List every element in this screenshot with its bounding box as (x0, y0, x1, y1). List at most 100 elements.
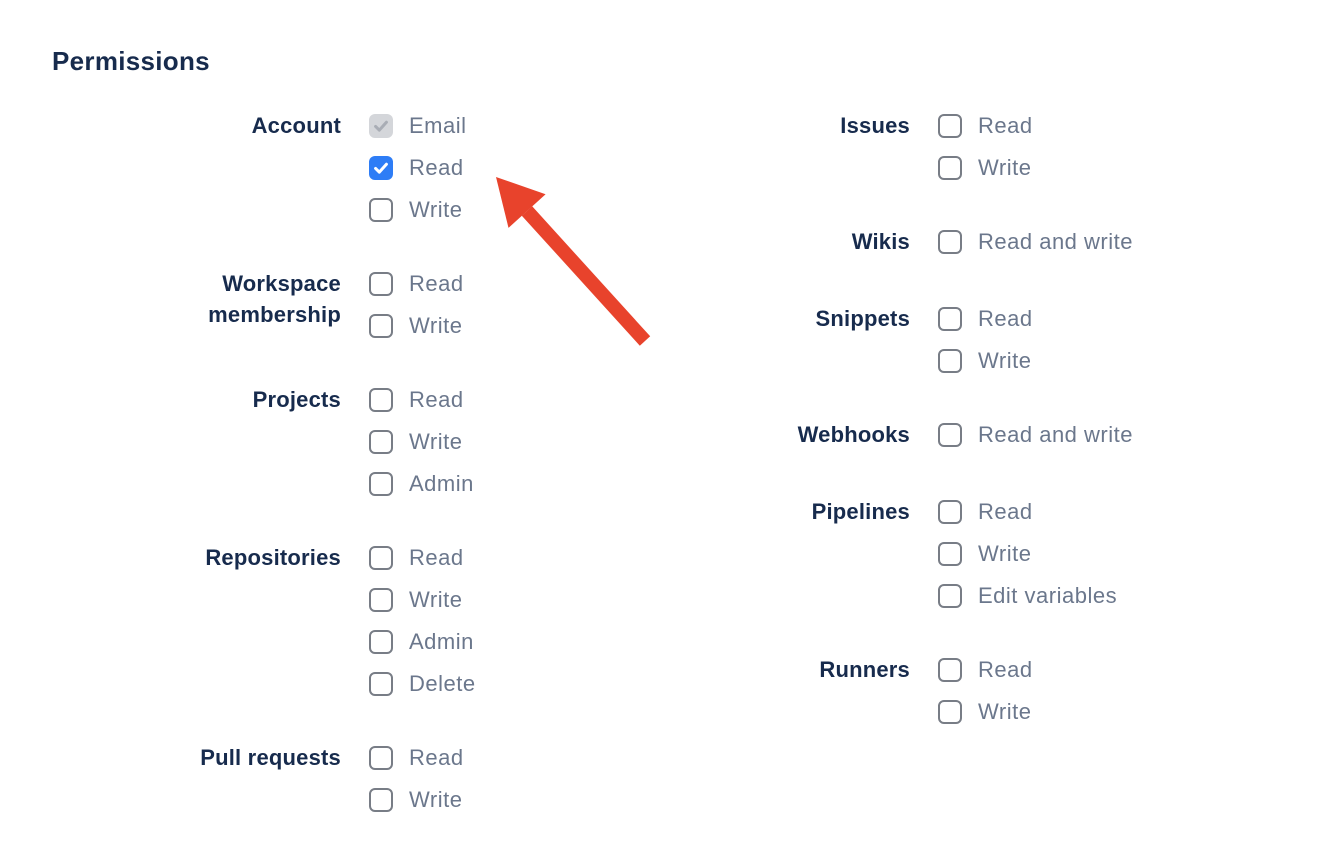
checkbox-label[interactable]: Read (409, 155, 464, 180)
checkbox-row: Write (369, 787, 464, 812)
checkbox-row: Write (369, 587, 476, 612)
checkbox-label[interactable]: Read (978, 306, 1033, 331)
checkbox-label[interactable]: Read (409, 387, 464, 412)
checkbox-unchecked[interactable] (369, 388, 393, 412)
checkbox-label[interactable]: Read (978, 113, 1033, 138)
checkbox-row: Write (369, 313, 464, 338)
checkbox-row: Write (938, 155, 1033, 180)
permission-option-list: Read and write (938, 229, 1133, 254)
checkbox-label[interactable]: Admin (409, 471, 474, 496)
checkbox-label[interactable]: Edit variables (978, 583, 1118, 608)
checkbox-label[interactable]: Write (978, 699, 1032, 724)
checkbox-label[interactable]: Read (978, 657, 1033, 682)
permission-group-label: Projects (252, 387, 341, 412)
checkbox-unchecked[interactable] (369, 430, 393, 454)
checkbox-unchecked[interactable] (369, 672, 393, 696)
checkbox-label[interactable]: Write (409, 313, 463, 338)
checkbox-row: Read (369, 545, 476, 570)
checkbox-unchecked[interactable] (369, 198, 393, 222)
checkbox-unchecked[interactable] (938, 423, 962, 447)
permission-group-label: Repositories (205, 545, 341, 570)
checkbox-row: Write (938, 699, 1033, 724)
checkbox-unchecked[interactable] (938, 230, 962, 254)
checkbox-label[interactable]: Delete (409, 671, 476, 696)
permission-group: Wikis Read and write (730, 229, 1133, 257)
checkbox-row: Admin (369, 629, 476, 654)
checkbox-label[interactable]: Read (409, 545, 464, 570)
checkbox-row: Edit variables (938, 583, 1118, 608)
checkbox-unchecked[interactable] (369, 746, 393, 770)
checkbox-row: Read and write (938, 229, 1133, 254)
checkbox-label[interactable]: Admin (409, 629, 474, 654)
checkbox-unchecked[interactable] (369, 588, 393, 612)
permission-group-label: Account (251, 113, 341, 138)
checkbox-label[interactable]: Read (978, 499, 1033, 524)
permission-option-list: Read and write (938, 422, 1133, 447)
checkbox-label[interactable]: Write (409, 429, 463, 454)
checkbox-label[interactable]: Read (409, 745, 464, 770)
checkbox-unchecked[interactable] (938, 584, 962, 608)
permission-group-label: Runners (819, 657, 910, 682)
checkbox-label[interactable]: Read and write (978, 229, 1133, 254)
checkbox-row: Read (938, 113, 1033, 138)
checkbox-label[interactable]: Write (409, 587, 463, 612)
checkbox-unchecked[interactable] (938, 114, 962, 138)
checkbox-unchecked[interactable] (369, 788, 393, 812)
permission-group-label: Snippets (815, 306, 910, 331)
checkbox-unchecked[interactable] (938, 658, 962, 682)
permission-group-label: Webhooks (797, 422, 910, 447)
checkbox-unchecked[interactable] (938, 307, 962, 331)
checkbox-checked[interactable] (369, 156, 393, 180)
checkbox-row: Read (938, 657, 1033, 682)
checkbox-unchecked[interactable] (369, 314, 393, 338)
checkbox-unchecked[interactable] (369, 272, 393, 296)
checkbox-row: Write (938, 541, 1117, 566)
checkbox-row: Read and write (938, 422, 1133, 447)
permission-group-label: Pull requests (200, 745, 341, 770)
permission-group-label: Wikis (851, 229, 910, 254)
checkbox-label[interactable]: Write (409, 197, 463, 222)
checkbox-row: Write (369, 197, 467, 222)
check-icon (374, 120, 388, 132)
checkbox-label[interactable]: Read and write (978, 422, 1133, 447)
checkbox-unchecked[interactable] (369, 546, 393, 570)
permission-group-label: Issues (840, 113, 910, 138)
checkbox-unchecked[interactable] (938, 542, 962, 566)
checkbox-unchecked[interactable] (938, 349, 962, 373)
checkbox-unchecked[interactable] (938, 700, 962, 724)
checkbox-unchecked[interactable] (369, 630, 393, 654)
checkbox-row: Write (938, 348, 1033, 373)
permission-group-label: Workspace membership (208, 271, 341, 327)
checkbox-unchecked[interactable] (938, 156, 962, 180)
checkbox-label[interactable]: Email (409, 113, 467, 138)
checkbox-label[interactable]: Write (978, 541, 1032, 566)
checkbox-label[interactable]: Write (978, 348, 1032, 373)
checkbox-row: Admin (369, 471, 474, 496)
checkbox-unchecked[interactable] (938, 500, 962, 524)
checkbox-unchecked[interactable] (369, 472, 393, 496)
checkbox-label[interactable]: Write (978, 155, 1032, 180)
checkbox-row: Write (369, 429, 474, 454)
checkbox-label[interactable]: Write (409, 787, 463, 812)
checkbox-row: Read (369, 155, 467, 180)
checkbox-label[interactable]: Read (409, 271, 464, 296)
